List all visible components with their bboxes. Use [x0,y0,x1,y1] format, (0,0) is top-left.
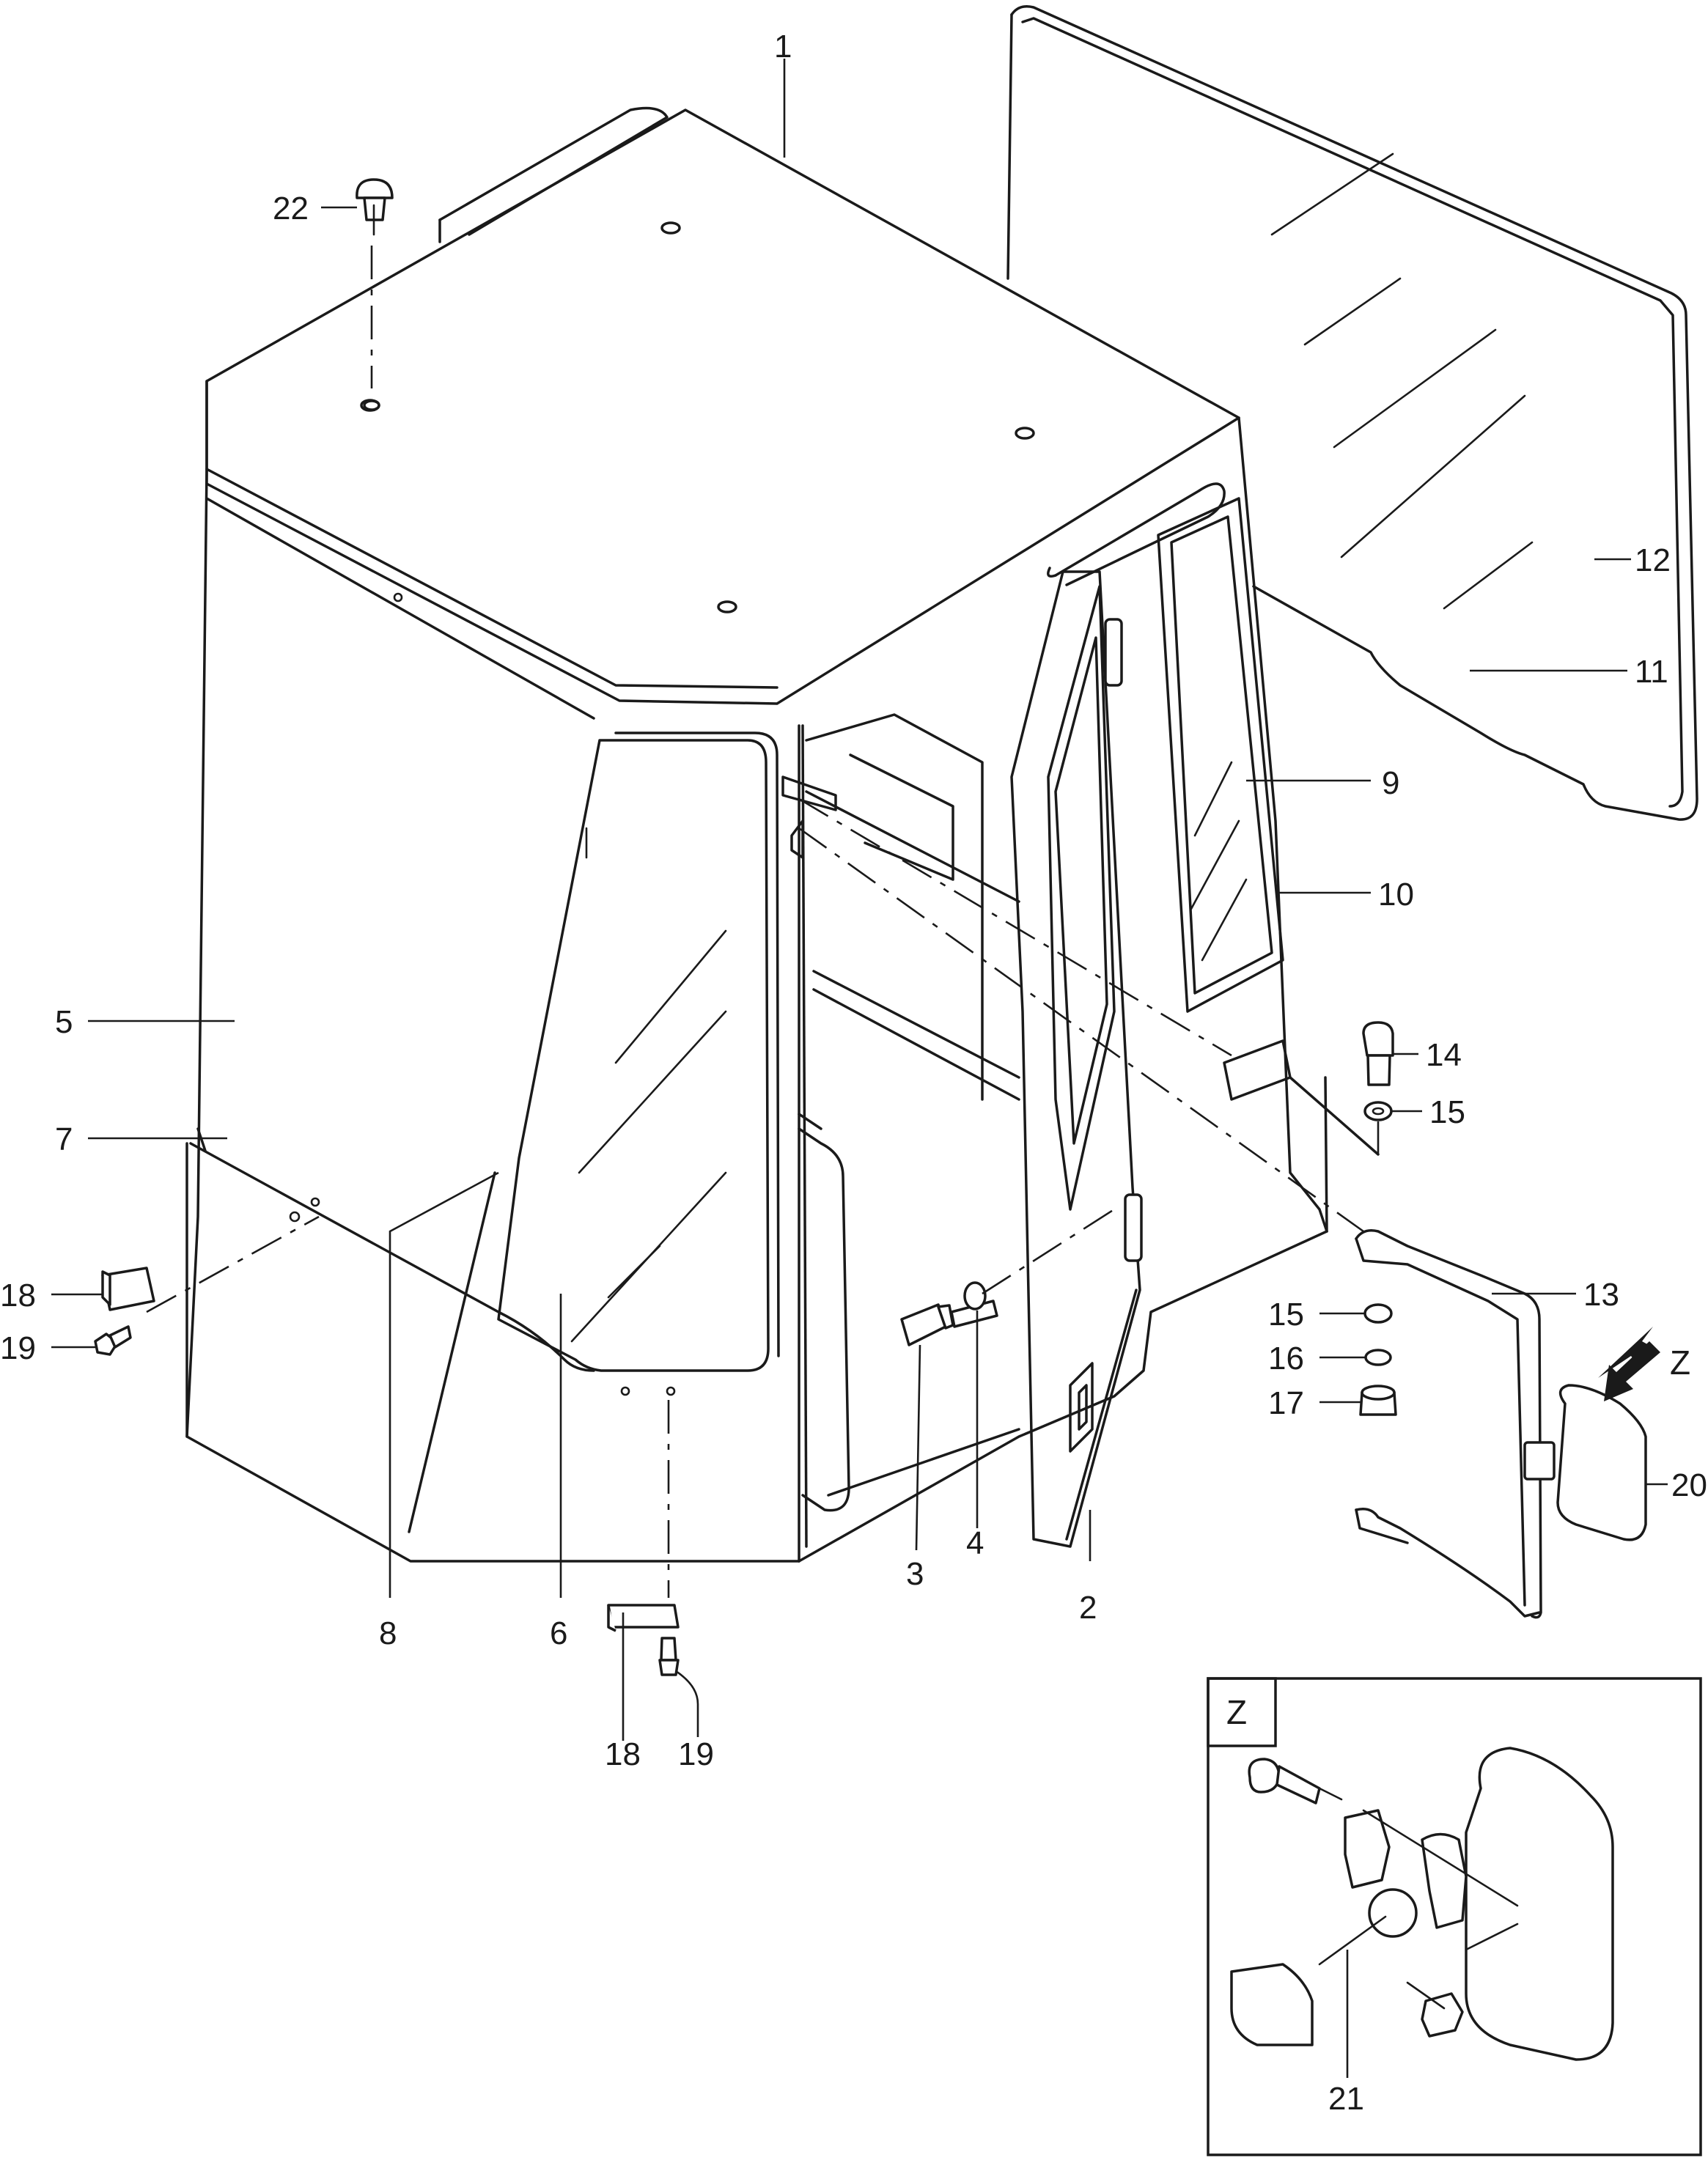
label-part-19-left: 19 [0,1330,36,1366]
label-part-12: 12 [1635,542,1671,578]
detail-view-z [1207,1677,1702,2156]
label-part-21: 21 [1328,2081,1364,2117]
leader-lines [51,59,1668,2078]
view-z-label: Z [1670,1343,1690,1382]
side-window [189,497,780,1533]
label-part-13: 13 [1583,1277,1619,1313]
assembly-lines [146,246,1380,1598]
label-part-8: 8 [379,1615,397,1651]
label-part-2: 2 [1079,1590,1097,1626]
label-part-14: 14 [1426,1037,1462,1073]
small-hardware [94,178,998,1676]
view-z-arrow [1598,1327,1660,1401]
cab-body [185,106,1328,1563]
rear-frame [781,713,1292,1548]
label-part-11: 11 [1635,654,1668,690]
label-part-1: 1 [774,29,792,64]
mirror-assembly [1355,1021,1647,1619]
label-part-3: 3 [906,1556,924,1592]
label-part-15-lower: 15 [1268,1297,1304,1333]
label-part-4: 4 [966,1525,984,1561]
rear-glass [1006,5,1698,821]
label-part-19-lower: 19 [678,1736,714,1772]
label-part-10: 10 [1378,877,1414,913]
label-part-15-upper: 15 [1429,1094,1465,1130]
door [1010,570,1143,1548]
label-part-18-lower: 18 [605,1736,641,1772]
label-part-5: 5 [55,1004,73,1040]
label-part-18-left: 18 [0,1278,36,1313]
label-part-16: 16 [1268,1341,1304,1376]
label-part-9: 9 [1382,765,1399,801]
label-part-17: 17 [1268,1385,1304,1421]
label-part-22: 22 [273,191,309,226]
front-window [1157,497,1284,1013]
detail-z-label: Z [1226,1693,1247,1731]
label-part-6: 6 [550,1615,567,1651]
part-labels: 1 2 3 4 5 6 7 8 9 10 11 12 13 14 15 15 1… [0,29,1707,2117]
label-part-20: 20 [1671,1467,1707,1503]
label-part-7: 7 [55,1121,73,1157]
